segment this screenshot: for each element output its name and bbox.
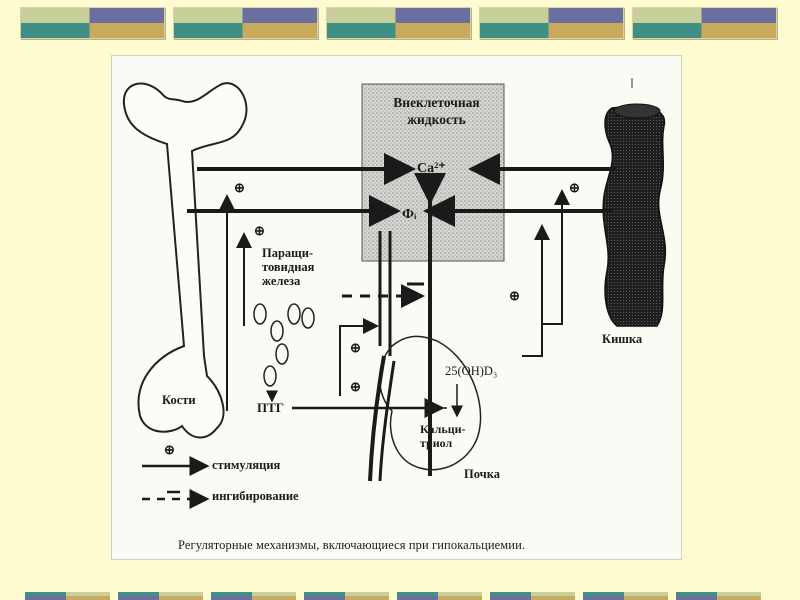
footer-bar-2	[118, 592, 203, 600]
intestine-label: Кишка	[602, 332, 643, 346]
footer-bar-5	[397, 592, 482, 600]
plus-sign-1: ⊕	[234, 180, 245, 195]
parathyroid-label: Паращи- товидная железа	[262, 246, 315, 288]
header-bar-5	[632, 7, 777, 39]
figure-caption: Регуляторные механизмы, включающиеся при…	[178, 538, 526, 552]
footer-bar-7	[583, 592, 668, 600]
kidney-label: Почка	[464, 467, 500, 481]
plus-sign-legend: ⊕	[164, 442, 175, 457]
ecf-title: Внеклеточная жидкость	[393, 95, 480, 127]
phi-ion-label: Фᵢ	[402, 207, 417, 222]
footer-bar-6	[490, 592, 575, 600]
diagram-figure: Внеклеточная жидкость Ca²⁺ Фᵢ ⊕ ⊕ ⊕ ⊕ ⊕ …	[111, 55, 682, 560]
pth-label: ПТГ	[257, 400, 285, 415]
legend-stimulation-label: стимуляция	[212, 458, 281, 472]
vitd-label: 25(OH)D₃	[445, 364, 498, 378]
ca-ion-label: Ca²⁺	[417, 161, 446, 176]
calcitriol-label: Кальци- триол	[420, 422, 466, 450]
footer-bar-8	[676, 592, 761, 600]
plus-sign-4: ⊕	[509, 288, 520, 303]
plus-sign-5: ⊕	[350, 340, 361, 355]
diagram-graphic	[122, 78, 667, 509]
kidney-shape	[378, 335, 482, 471]
intestine-shape	[602, 105, 667, 327]
footer-bar-3	[211, 592, 296, 600]
footer-bar-1	[25, 592, 110, 600]
plus-sign-2: ⊕	[254, 223, 265, 238]
legend-inhibition-label: ингибирование	[212, 489, 299, 503]
header-bar-3	[326, 7, 471, 39]
footer-bar-4	[304, 592, 389, 600]
header-bar-4	[479, 7, 624, 39]
plus-sign-6: ⊕	[350, 379, 361, 394]
bone-label: Кости	[162, 393, 196, 407]
header-bar-2	[173, 7, 318, 39]
header-bar-1	[20, 7, 165, 39]
bone-shape	[122, 82, 248, 439]
plus-sign-3: ⊕	[569, 180, 580, 195]
